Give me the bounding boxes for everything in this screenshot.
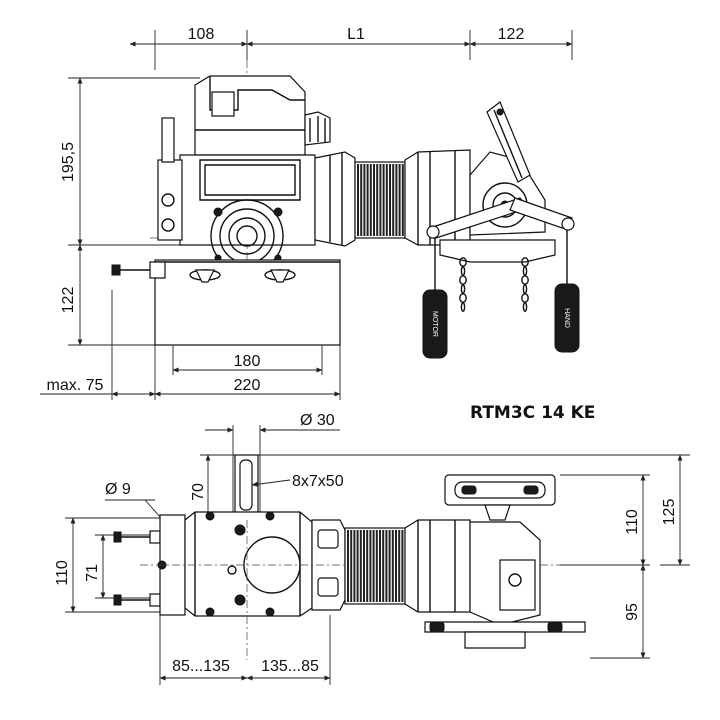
- dim-125: 125: [661, 499, 678, 526]
- output-shaft: 8x7x50: [234, 454, 344, 524]
- dim-195-5: 195,5: [60, 142, 77, 182]
- brake-housing-bottom: [404, 519, 541, 626]
- top-view: 108 L1 122 195,5 122: [40, 26, 580, 400]
- base-plate: [111, 259, 341, 346]
- dim-top-l1: L1: [347, 26, 365, 43]
- dim-top-122: 122: [498, 26, 525, 43]
- dim-122-vertical: 122: [60, 287, 77, 314]
- dim-top-108: 108: [188, 26, 215, 43]
- adjustment-dimensions: 85...135 135...85: [159, 615, 331, 685]
- base-dimensions: 180 220 max. 75: [40, 290, 341, 400]
- drawing-title: RTM3C 14 KE: [470, 403, 595, 423]
- dim-71: 71: [84, 564, 101, 582]
- left-vertical-dimensions: 195,5 122: [60, 77, 200, 346]
- hand-chain-mechanism: [426, 101, 575, 263]
- dim-key: 8x7x50: [292, 473, 344, 490]
- bottom-view: Ø 30 70 8x7x50 Ø 9 11: [54, 412, 690, 685]
- dim-hole-dia: Ø 9: [105, 481, 131, 498]
- left-height-dimensions: 110 71: [54, 517, 160, 613]
- dim-110-left: 110: [54, 560, 71, 586]
- dim-70: 70: [190, 483, 207, 501]
- dim-110-right: 110: [624, 509, 641, 535]
- mounting-bolts: [113, 530, 161, 607]
- top-dimension-chain: 108 L1 122: [129, 26, 573, 70]
- dim-shaft-dia: Ø 30: [300, 412, 335, 429]
- shaft-dimension: Ø 30: [205, 412, 340, 520]
- hand-pendant: HAND: [554, 283, 580, 353]
- chain-guide: [444, 474, 556, 521]
- dim-220: 220: [234, 377, 261, 394]
- gearbox-bottom: [157, 511, 346, 617]
- chain-links: [459, 257, 529, 312]
- pendant-cords: [434, 230, 568, 290]
- dim-135-85: 135...85: [261, 658, 319, 675]
- dim-95: 95: [624, 603, 641, 621]
- hand-pendant-label: HAND: [563, 308, 570, 328]
- gearbox-cover: [194, 75, 331, 156]
- dim-180: 180: [234, 353, 261, 370]
- motor-pendant-label: MOTOR: [431, 311, 438, 337]
- motor-pendant: MOTOR: [422, 289, 448, 359]
- dim-85-135: 85...135: [172, 658, 230, 675]
- right-height-dimensions: 110 125 95: [560, 454, 690, 659]
- motor-flange: [314, 151, 356, 247]
- hand-lever-bottom: [424, 621, 586, 649]
- shaft-height-dimension: 70: [190, 454, 660, 521]
- motor-fins-bottom: [344, 527, 406, 605]
- motor-fins: [354, 161, 406, 239]
- dim-max-75: max. 75: [47, 377, 104, 394]
